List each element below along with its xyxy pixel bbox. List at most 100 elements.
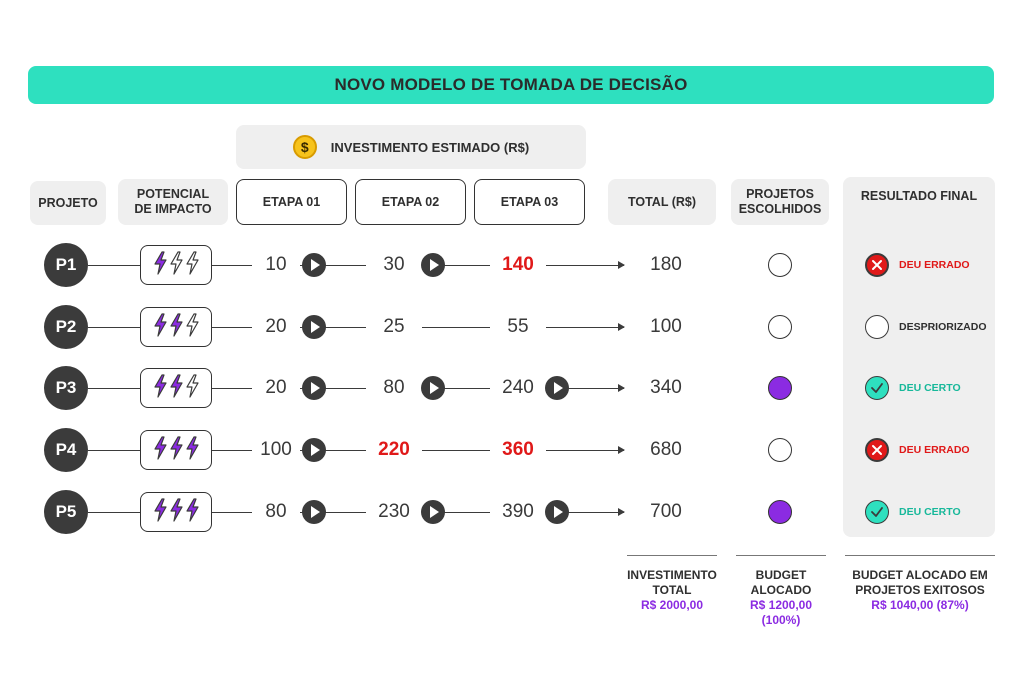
summary-investimento-value: R$ 2000,00 (640, 598, 704, 612)
etapa-01-value: 20 (252, 314, 300, 340)
check-circle-icon (865, 500, 889, 524)
bolt-outline-icon (185, 373, 200, 403)
header-potencial-label: POTENCIAL DE IMPACTO (134, 187, 212, 216)
project-badge: P4 (44, 428, 88, 472)
header-potencial: POTENCIAL DE IMPACTO (118, 179, 228, 225)
total-value: 180 (650, 254, 682, 275)
play-icon (302, 315, 326, 339)
bolt-filled-icon (153, 312, 168, 342)
header-escolhidos: PROJETOS ESCOLHIDOS (731, 179, 829, 225)
summary-investimento-label: INVESTIMENTO TOTAL (627, 568, 717, 597)
total-value: 700 (650, 501, 682, 522)
impact-box (140, 492, 212, 532)
connector-line (605, 512, 624, 513)
total-value: 340 (650, 377, 682, 398)
investment-header-label: INVESTIMENTO ESTIMADO (R$) (330, 139, 530, 155)
play-icon (545, 376, 569, 400)
header-etapa-02-label: ETAPA 02 (381, 194, 440, 209)
x-circle-icon (865, 438, 889, 462)
connector-line (88, 327, 140, 328)
title-banner: NOVO MODELO DE TOMADA DE DECISÃO (28, 66, 994, 104)
impact-box (140, 307, 212, 347)
etapa-03-value: 240 (490, 375, 546, 401)
bolt-filled-icon (169, 435, 184, 465)
summary-exitosos-label: BUDGET ALOCADO EM PROJETOS EXITOSOS (852, 568, 988, 597)
header-projeto-label: PROJETO (38, 195, 98, 210)
etapa-03-value: 390 (490, 499, 546, 525)
investment-header: $ INVESTIMENTO ESTIMADO (R$) (236, 125, 586, 169)
bolt-filled-icon (185, 497, 200, 527)
summary-budget-value: R$ 1200,00 (100%) (749, 598, 813, 627)
summary-budget-label: BUDGET ALOCADO (750, 568, 812, 597)
chosen-radio (768, 315, 792, 339)
play-icon (421, 376, 445, 400)
header-projeto: PROJETO (30, 181, 106, 225)
project-badge: P3 (44, 366, 88, 410)
bolt-filled-icon (153, 250, 168, 280)
play-icon (302, 253, 326, 277)
connector-line (605, 388, 624, 389)
summary-budget: BUDGET ALOCADO R$ 1200,00 (100%) (738, 568, 824, 628)
bolt-filled-icon (169, 373, 184, 403)
result-item: DEU ERRADO (865, 253, 970, 277)
etapa-01-value: 80 (252, 499, 300, 525)
result-label: DESPRIORIZADO (899, 321, 987, 333)
header-resultado: RESULTADO FINAL (843, 183, 995, 209)
result-label: DEU ERRADO (899, 444, 970, 456)
etapa-03-value: 140 (490, 252, 546, 278)
result-label: DEU CERTO (899, 382, 961, 394)
impact-box (140, 245, 212, 285)
connector-line (88, 388, 140, 389)
result-item: DESPRIORIZADO (865, 315, 987, 339)
header-etapa-03-label: ETAPA 03 (500, 194, 559, 209)
play-icon (302, 376, 326, 400)
etapa-03-value: 360 (490, 437, 546, 463)
play-icon (302, 500, 326, 524)
page-title: NOVO MODELO DE TOMADA DE DECISÃO (334, 75, 688, 94)
play-icon (421, 253, 445, 277)
chosen-radio (768, 376, 792, 400)
bolt-outline-icon (169, 250, 184, 280)
bolt-filled-icon (169, 312, 184, 342)
x-circle-icon (865, 253, 889, 277)
connector-line (605, 450, 624, 451)
etapa-01-value: 100 (252, 437, 300, 463)
play-icon (421, 500, 445, 524)
result-label: DEU CERTO (899, 506, 961, 518)
etapa-02-value: 25 (366, 314, 422, 340)
play-icon (545, 500, 569, 524)
etapa-01-value: 10 (252, 252, 300, 278)
header-etapa-03: ETAPA 03 (474, 179, 585, 225)
arrow-head-icon (618, 446, 625, 454)
project-badge: P5 (44, 490, 88, 534)
etapa-02-value: 220 (366, 437, 422, 463)
summary-divider (627, 555, 717, 556)
summary-exitosos: BUDGET ALOCADO EM PROJETOS EXITOSOS R$ 1… (840, 568, 1000, 613)
bolt-filled-icon (169, 497, 184, 527)
header-total-label: TOTAL (R$) (627, 194, 697, 209)
connector-line (605, 327, 624, 328)
bolt-filled-icon (153, 373, 168, 403)
summary-investimento: INVESTIMENTO TOTAL R$ 2000,00 (612, 568, 732, 613)
bolt-filled-icon (185, 435, 200, 465)
etapa-02-value: 30 (366, 252, 422, 278)
arrow-head-icon (618, 261, 625, 269)
header-etapa-01-label: ETAPA 01 (262, 194, 321, 209)
summary-exitosos-value: R$ 1040,00 (87%) (871, 598, 969, 612)
summary-divider (736, 555, 826, 556)
check-circle-icon (865, 376, 889, 400)
bolt-outline-icon (185, 250, 200, 280)
arrow-head-icon (618, 384, 625, 392)
project-badge: P1 (44, 243, 88, 287)
chosen-radio (768, 500, 792, 524)
arrow-head-icon (618, 323, 625, 331)
header-total: TOTAL (R$) (608, 179, 716, 225)
etapa-03-value: 55 (490, 314, 546, 340)
total-value: 100 (650, 316, 682, 337)
header-etapa-01: ETAPA 01 (236, 179, 347, 225)
connector-line (88, 450, 140, 451)
header-escolhidos-label: PROJETOS ESCOLHIDOS (738, 187, 822, 216)
play-icon (302, 438, 326, 462)
summary-divider (845, 555, 995, 556)
dollar-coin-icon: $ (292, 135, 317, 159)
